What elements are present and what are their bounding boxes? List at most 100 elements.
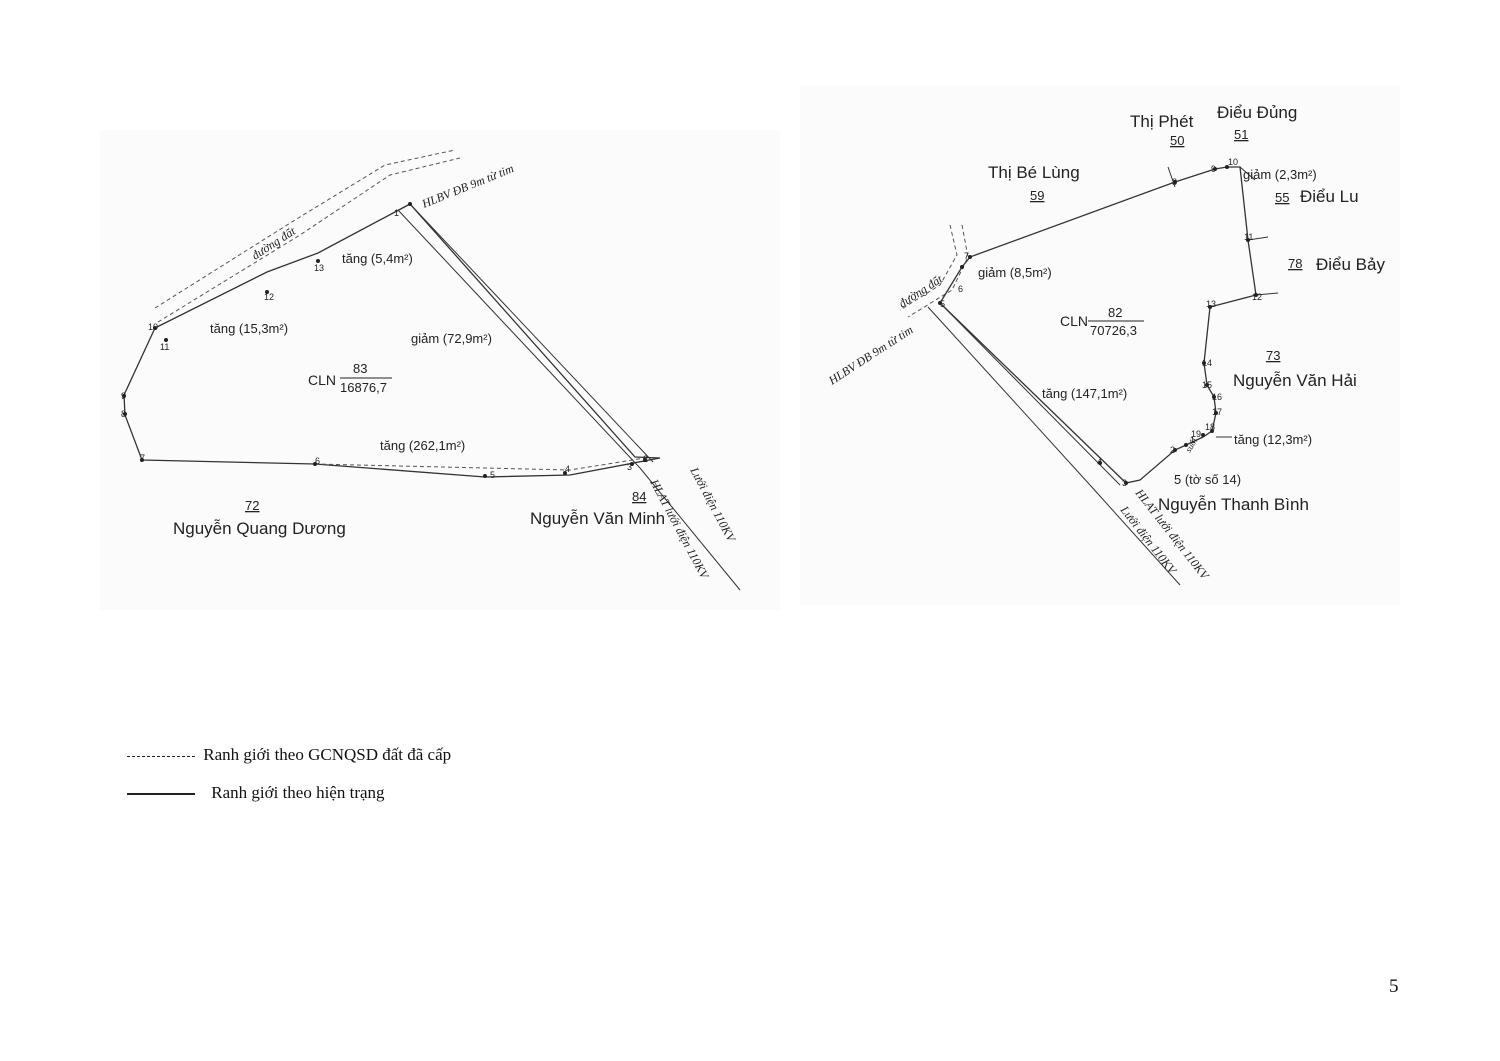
corridor-label: HLBV ĐB 9m từ tim (419, 161, 516, 211)
neighbor-number: 50 (1170, 133, 1184, 148)
vertex-markers (122, 202, 647, 478)
parcel-area: 16876,7 (340, 380, 387, 395)
change-label: giảm (2,3m²) (1243, 167, 1317, 182)
neighbor-name: Nguyễn Văn Minh (530, 509, 665, 528)
right-map-svg: 1 2 3 4 5 6 7 8 9 10 11 12 13 14 15 16 1… (825, 103, 1385, 586)
parcel-number: 83 (353, 361, 367, 376)
sheet-note: 5 (tờ số 14) (1174, 472, 1241, 487)
change-label: tăng (147,1m²) (1042, 386, 1127, 401)
vertex-label: 4 (565, 464, 570, 474)
vertex-label: 5 (490, 470, 495, 480)
neighbor-number: 73 (1266, 348, 1280, 363)
neighbor-tick (1167, 166, 1176, 188)
vertex-label: 6 (958, 284, 963, 294)
corridor-label: HLBV ĐB 9m từ tim (825, 322, 916, 388)
left-map-svg: 1 2 3 4 5 6 7 8 9 10 11 12 13 đường đất … (121, 149, 741, 591)
corridor-line-b (939, 302, 1121, 486)
vertex-label: 7 (964, 251, 969, 261)
vertex-label: 18 (1205, 422, 1215, 432)
powerline-label: Lưới điện 110KV (687, 464, 739, 545)
road-edge-lower (157, 157, 461, 323)
vertex-markers (938, 165, 1258, 485)
neighbor-number: 72 (245, 498, 259, 513)
solid-line-swatch (127, 793, 195, 796)
vertex-label: 3 (1122, 478, 1127, 488)
vertex-label: 12 (264, 292, 274, 302)
powerline (639, 467, 741, 591)
change-label: tăng (5,4m²) (342, 251, 413, 266)
neighbor-name: Nguyễn Quang Dương (173, 519, 346, 538)
vertex-label: 16 (1212, 392, 1222, 402)
vertex-label: 6 (315, 456, 320, 466)
vertex-label: 15 (1202, 380, 1212, 390)
neighbor-name: Nguyễn Văn Hải (1233, 371, 1357, 390)
vertex-label: 1 (394, 208, 399, 218)
vertex-labels: 1 2 3 4 5 6 7 8 9 10 11 12 13 (121, 208, 648, 480)
change-label: tăng (15,3m²) (210, 321, 288, 336)
vertex-label: 5 (940, 299, 945, 309)
vertex-label: 12 (1252, 292, 1262, 302)
neighbor-number: 78 (1288, 256, 1302, 271)
change-label: giảm (8,5m²) (978, 265, 1052, 280)
vertex-label: 9 (121, 391, 126, 401)
neighbor-name: Điểu Đủng (1217, 103, 1297, 122)
vertex-label: 8 (1172, 177, 1177, 187)
change-label: tăng (12,3m²) (1234, 432, 1312, 447)
parcel-boundary-current (123, 203, 661, 478)
parcel-number: 82 (1108, 305, 1122, 320)
neighbor-name: Thị Phét (1130, 112, 1194, 131)
road-edge-lower (907, 224, 969, 318)
vertex-label: 11 (160, 342, 169, 352)
vertex-label: 7 (140, 453, 145, 463)
parcel-code: CLN (308, 372, 336, 388)
page-number: 5 (1389, 976, 1399, 997)
neighbor-name: Nguyễn Thanh Bình (1158, 495, 1309, 514)
vertex-label: 9 (1211, 164, 1216, 174)
road-label: đường đất (249, 224, 299, 263)
neighbor-tick (1247, 236, 1269, 241)
legend-label: Ranh giới theo hiện trạng (211, 783, 385, 802)
vertex-labels: 1 2 3 4 5 6 7 8 9 10 11 12 13 14 15 16 1… (940, 157, 1262, 488)
change-label: giảm (72,9m²) (411, 331, 492, 346)
vertex-label: 3 (627, 462, 632, 472)
vertex-label: 2 (1170, 445, 1175, 455)
neighbor-tick (1239, 166, 1256, 181)
vertex-label: 1 (1190, 435, 1195, 445)
neighbor-number: 51 (1234, 127, 1248, 142)
vertex-label: 13 (1206, 299, 1216, 309)
neighbor-name: Điểu Bảy (1316, 255, 1385, 274)
neighbor-name: Điểu Lu (1300, 187, 1359, 206)
change-label: tăng (262,1m²) (380, 438, 465, 453)
vertex-label: 4 (1097, 457, 1102, 467)
vertex-label: 14 (1202, 358, 1212, 368)
vertex-label: 11 (1244, 232, 1253, 242)
legend-item-solid: Ranh giới theo hiện trạng (127, 783, 385, 803)
neighbor-name: Thị Bé Lùng (988, 163, 1080, 182)
left-cadastral-map: 1 2 3 4 5 6 7 8 9 10 11 12 13 đường đất … (100, 130, 780, 610)
neighbor-number: 55 (1275, 190, 1289, 205)
vertex-label: 8 (121, 409, 126, 419)
dashed-line-swatch (127, 755, 195, 757)
corridor-line-b (409, 203, 654, 463)
vertex-label: 19 (1191, 429, 1201, 439)
corridor-line-a (397, 209, 641, 469)
road-edge-upper (899, 224, 958, 311)
vertex-label: 10 (148, 322, 158, 332)
powerline (1089, 484, 1181, 586)
parcel-code: CLN (1060, 313, 1088, 329)
vertex-label: 17 (1212, 407, 1222, 417)
neighbor-tick (1255, 292, 1279, 296)
neighbor-number: 84 (632, 489, 646, 504)
legend-label: Ranh giới theo GCNQSD đất đã cấp (203, 745, 452, 764)
vertex-label: 10 (1228, 157, 1238, 167)
parcel-area: 70726,3 (1090, 323, 1137, 338)
legend-item-dashed: Ranh giới theo GCNQSD đất đã cấp (127, 745, 451, 765)
right-cadastral-map: 1 2 3 4 5 6 7 8 9 10 11 12 13 14 15 16 1… (800, 85, 1400, 605)
vertex-label: 13 (314, 263, 324, 273)
parcel-boundary-gcn (314, 457, 646, 471)
road-label: đường đất (896, 272, 946, 311)
vertex-label: 2 (643, 454, 648, 464)
neighbor-number: 59 (1030, 188, 1044, 203)
road-edge-upper (154, 149, 456, 309)
